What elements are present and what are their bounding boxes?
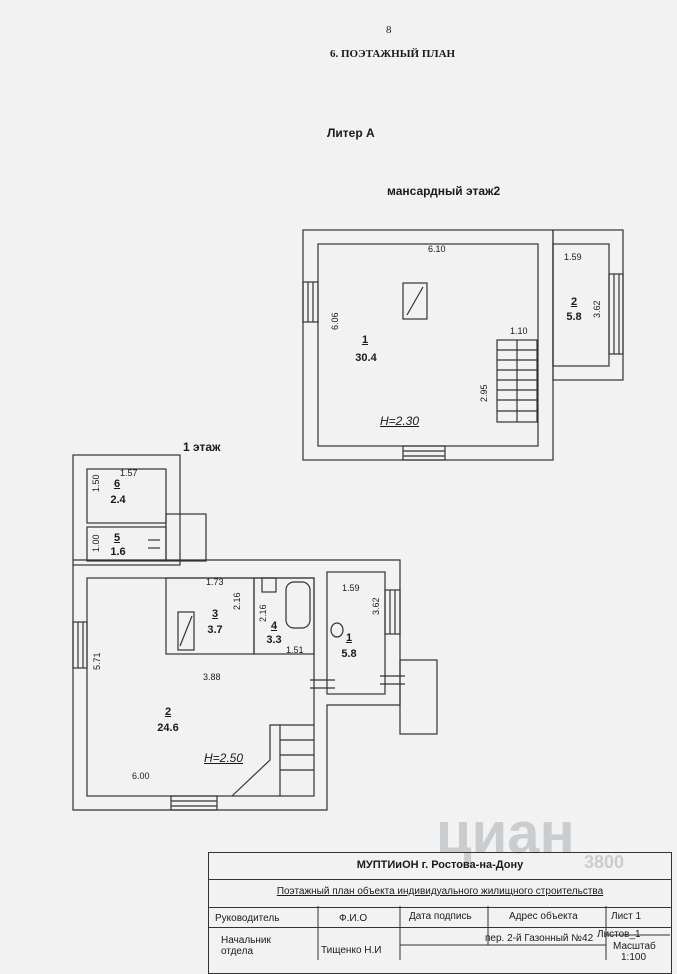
ground-room-4-area: 3.3 — [266, 634, 282, 646]
ground-dim-r2-h: 5.71 — [92, 652, 102, 670]
ground-room-1-area: 5.8 — [341, 648, 357, 660]
ground-room-6 — [86, 468, 167, 524]
title-block-person: Тищенко Н.И — [321, 945, 382, 956]
ground-vestibule-block — [72, 454, 181, 566]
attic-outer-wall — [302, 229, 554, 461]
ground-stair — [231, 724, 314, 797]
ground-dim-r1-h: 3.62 — [371, 597, 381, 615]
title-block-role: Начальник отдела — [221, 935, 271, 957]
ground-floor-label: 1 этаж — [183, 440, 221, 454]
ground-window-bottom — [170, 795, 218, 811]
ground-room-6-area: 2.4 — [110, 494, 126, 506]
ground-window-left — [72, 621, 88, 669]
ground-dim-r4-w: 1.51 — [286, 645, 304, 655]
bathtub — [285, 581, 311, 629]
attic-room-2-number: 2 — [570, 296, 578, 308]
ground-room-5-number: 5 — [113, 532, 121, 544]
ground-height-label: H=2.50 — [204, 751, 244, 765]
page-number: 8 — [386, 24, 392, 36]
ground-room-1-number: 1 — [345, 632, 353, 644]
attic-window-right — [608, 273, 624, 355]
attic-dim-left: 6.06 — [330, 312, 340, 330]
ground-room-6-number: 6 — [113, 478, 121, 490]
ground-dim-r6-w: 1.57 — [120, 468, 138, 478]
attic-room-1-area: 30.4 — [355, 352, 377, 364]
ground-room-3-number: 3 — [211, 608, 219, 620]
ground-dim-r3-h: 2.16 — [232, 592, 242, 610]
title-block-col-fio: Ф.И.О — [339, 913, 368, 924]
ground-dim-r1-w: 1.59 — [342, 583, 360, 593]
title-block: МУПТИиОН г. Ростова-на-Дону Поэтажный пл… — [208, 852, 672, 974]
attic-dim-side-w: 1.59 — [564, 252, 582, 262]
ground-room-3-area: 3.7 — [207, 624, 223, 636]
ground-outer-wall — [72, 559, 401, 811]
title-block-scale-label: Масштаб — [613, 941, 656, 952]
ground-dim-r6-h: 1.50 — [91, 474, 101, 492]
room-3-fixture — [177, 611, 195, 651]
title-block-org: МУПТИиОН г. Ростова-на-Дону — [356, 859, 524, 871]
ground-dim-r3-w: 1.73 — [206, 577, 224, 587]
ground-window-right — [384, 589, 401, 635]
ground-room-4-number: 4 — [270, 620, 278, 632]
title-block-addr: пер. 2-й Газонный №42 — [485, 933, 594, 944]
title-block-doc-title: Поэтажный план объекта индивидуального ж… — [276, 886, 604, 897]
ground-room-2-area: 24.6 — [157, 722, 179, 734]
attic-dim-top: 6.10 — [428, 244, 446, 254]
toilet — [261, 577, 277, 593]
attic-height-label: H=2.30 — [380, 414, 420, 428]
attic-dim-stair-w: 1.10 — [510, 326, 528, 336]
watermark-text: циан — [436, 801, 575, 866]
sink — [330, 622, 344, 638]
attic-window-left — [302, 281, 319, 323]
watermark-sub: 3800 — [584, 852, 625, 872]
title-block-col-addr: Адрес объекта — [509, 911, 578, 922]
ground-room-2-number: 2 — [164, 706, 172, 718]
ground-annex — [399, 659, 438, 735]
ground-dim-r2-bottom: 6.00 — [132, 771, 150, 781]
ground-room-4 — [253, 577, 315, 655]
ground-dim-r2-mid: 3.88 — [203, 672, 221, 682]
title-block-sheets: Листов_1 — [597, 929, 641, 940]
attic-room-2-area: 5.8 — [566, 311, 582, 323]
attic-floor-label: мансардный этаж2 — [387, 184, 501, 198]
attic-dim-stair-h: 2.95 — [479, 384, 489, 402]
liter-label: Литер А — [327, 126, 375, 140]
section-title: 6. ПОЭТАЖНЫЙ ПЛАН — [330, 48, 456, 60]
ground-room-5-area: 1.6 — [110, 546, 126, 558]
attic-room-1-number: 1 — [361, 334, 369, 346]
title-block-sheet: Лист 1 — [611, 911, 642, 922]
attic-window-bottom — [402, 445, 446, 461]
attic-skylight — [402, 282, 428, 320]
title-block-col-date: Дата подпись — [409, 911, 472, 922]
title-block-col-head: Руководитель — [215, 913, 280, 924]
ground-porch — [165, 513, 207, 562]
title-block-scale: 1:100 — [621, 952, 647, 963]
